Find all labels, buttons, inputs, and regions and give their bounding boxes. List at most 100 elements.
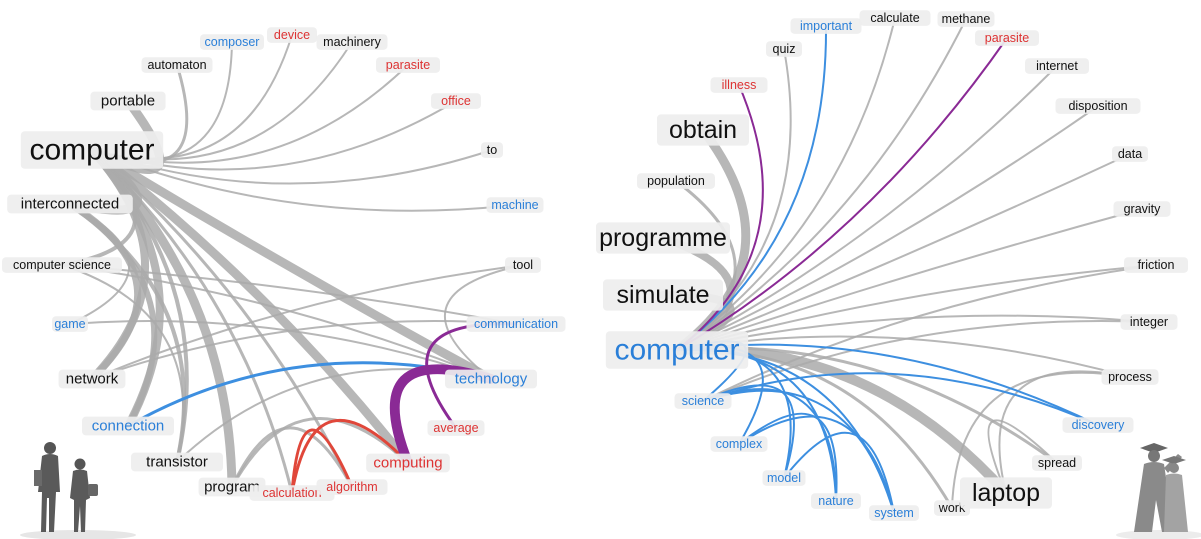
node-label: complex [716,437,763,451]
node-label: important [800,19,853,33]
node-label-bg [431,93,481,109]
edge-science-integer [702,320,1150,402]
node-label: spread [1038,456,1076,470]
node-label: simulate [616,281,709,309]
node-population: population [637,173,715,189]
node-label: quiz [773,42,796,56]
node-label-bg [131,452,223,472]
edge-tool-technology [444,264,524,380]
node-label-bg [603,279,723,311]
node-composer: composer [200,34,264,50]
node-label-bg [710,77,768,93]
node-label-bg [1120,314,1178,330]
node-label-bg [596,222,730,254]
node-transistor: transistor [131,452,223,472]
node-label-bg [1062,417,1134,433]
edge-computer-work [675,348,954,510]
edge-computer-data [676,153,1131,351]
node-label: network [66,371,119,388]
node-label: technology [455,371,528,388]
edge-program-computing [230,417,410,489]
node-label: laptop [972,479,1040,507]
node-computer: computer [20,131,164,169]
node-label-bg [316,34,388,50]
node-illness: illness [710,77,768,93]
node-work: work [934,500,970,516]
node-label: computer [614,334,739,367]
node-calculation: calculation [249,485,335,501]
node-label: gravity [1124,202,1162,216]
edge-computer-machine [91,149,516,212]
edge-computer-illness [676,84,764,351]
edge-work-process [951,371,1131,509]
node-label-bg [7,194,133,214]
node-calculate: calculate [859,10,931,26]
node-label-bg [637,173,715,189]
node-label: connection [92,418,165,435]
node-communication: communication [466,316,566,332]
node-label: computer [29,134,154,167]
node-label-bg [58,369,126,389]
node-network: network [58,369,126,389]
node-label-bg [445,369,537,389]
node-label: population [647,174,705,188]
node-label-bg [466,316,566,332]
node-label-bg [859,10,931,26]
node-game: game [52,316,88,332]
edge-computer-parasite [676,37,1008,351]
people-standing-icon [20,442,136,539]
node-label: parasite [386,58,431,72]
node-complex: complex [710,436,768,452]
node-to: to [481,142,503,158]
node-label: algorithm [326,480,377,494]
node-label-bg [975,30,1039,46]
node-label: data [1118,147,1142,161]
node-technology: technology [445,369,537,389]
node-label: communication [474,317,558,331]
node-label-bg [1055,98,1141,114]
node-science: science [674,393,732,409]
node-simulate: simulate [603,279,723,311]
node-label: system [874,506,914,520]
node-label: game [54,317,85,331]
node-important: important [790,18,862,34]
node-label-bg [1,257,122,273]
node-spread: spread [1032,455,1082,471]
node-label-bg [505,257,541,273]
node-friction: friction [1124,257,1188,273]
node-portable: portable [90,91,166,111]
node-label: machine [491,198,538,212]
edge-computer_science-technology [61,264,492,380]
edge-complex-system [738,415,895,514]
node-average: average [427,420,485,436]
node-label-bg [1032,455,1082,471]
node-label: computing [373,455,442,472]
node-label-bg [710,436,768,452]
edge-network-tool [91,264,524,380]
edge-computer-computing [87,145,413,468]
node-label: transistor [146,454,208,471]
node-label-bg [1025,58,1089,74]
node-label-bg [316,479,388,495]
node-quiz: quiz [766,41,802,57]
edge-computer-important [676,25,828,351]
node-label-bg [869,505,919,521]
node-label: parasite [985,31,1030,45]
node-label-bg [605,331,749,369]
node-parasite: parasite [975,30,1039,46]
node-label-bg [376,57,440,73]
edge-computer-calculation [90,148,294,495]
node-label: internet [1036,59,1078,73]
node-label: methane [942,12,991,26]
node-label-bg [937,11,995,27]
node-label-bg [1124,257,1188,273]
edge-computer_science-communication [61,264,517,325]
node-label-bg [766,41,802,57]
node-machinery: machinery [316,34,388,50]
edge-program-algorithm [230,426,354,489]
node-laptop: laptop [960,477,1052,509]
right-panel: computer important calculate methane quiz par… [596,10,1201,539]
node-programme: programme [596,222,730,254]
right-nodes: computer important calculate methane quiz par… [596,10,1188,521]
